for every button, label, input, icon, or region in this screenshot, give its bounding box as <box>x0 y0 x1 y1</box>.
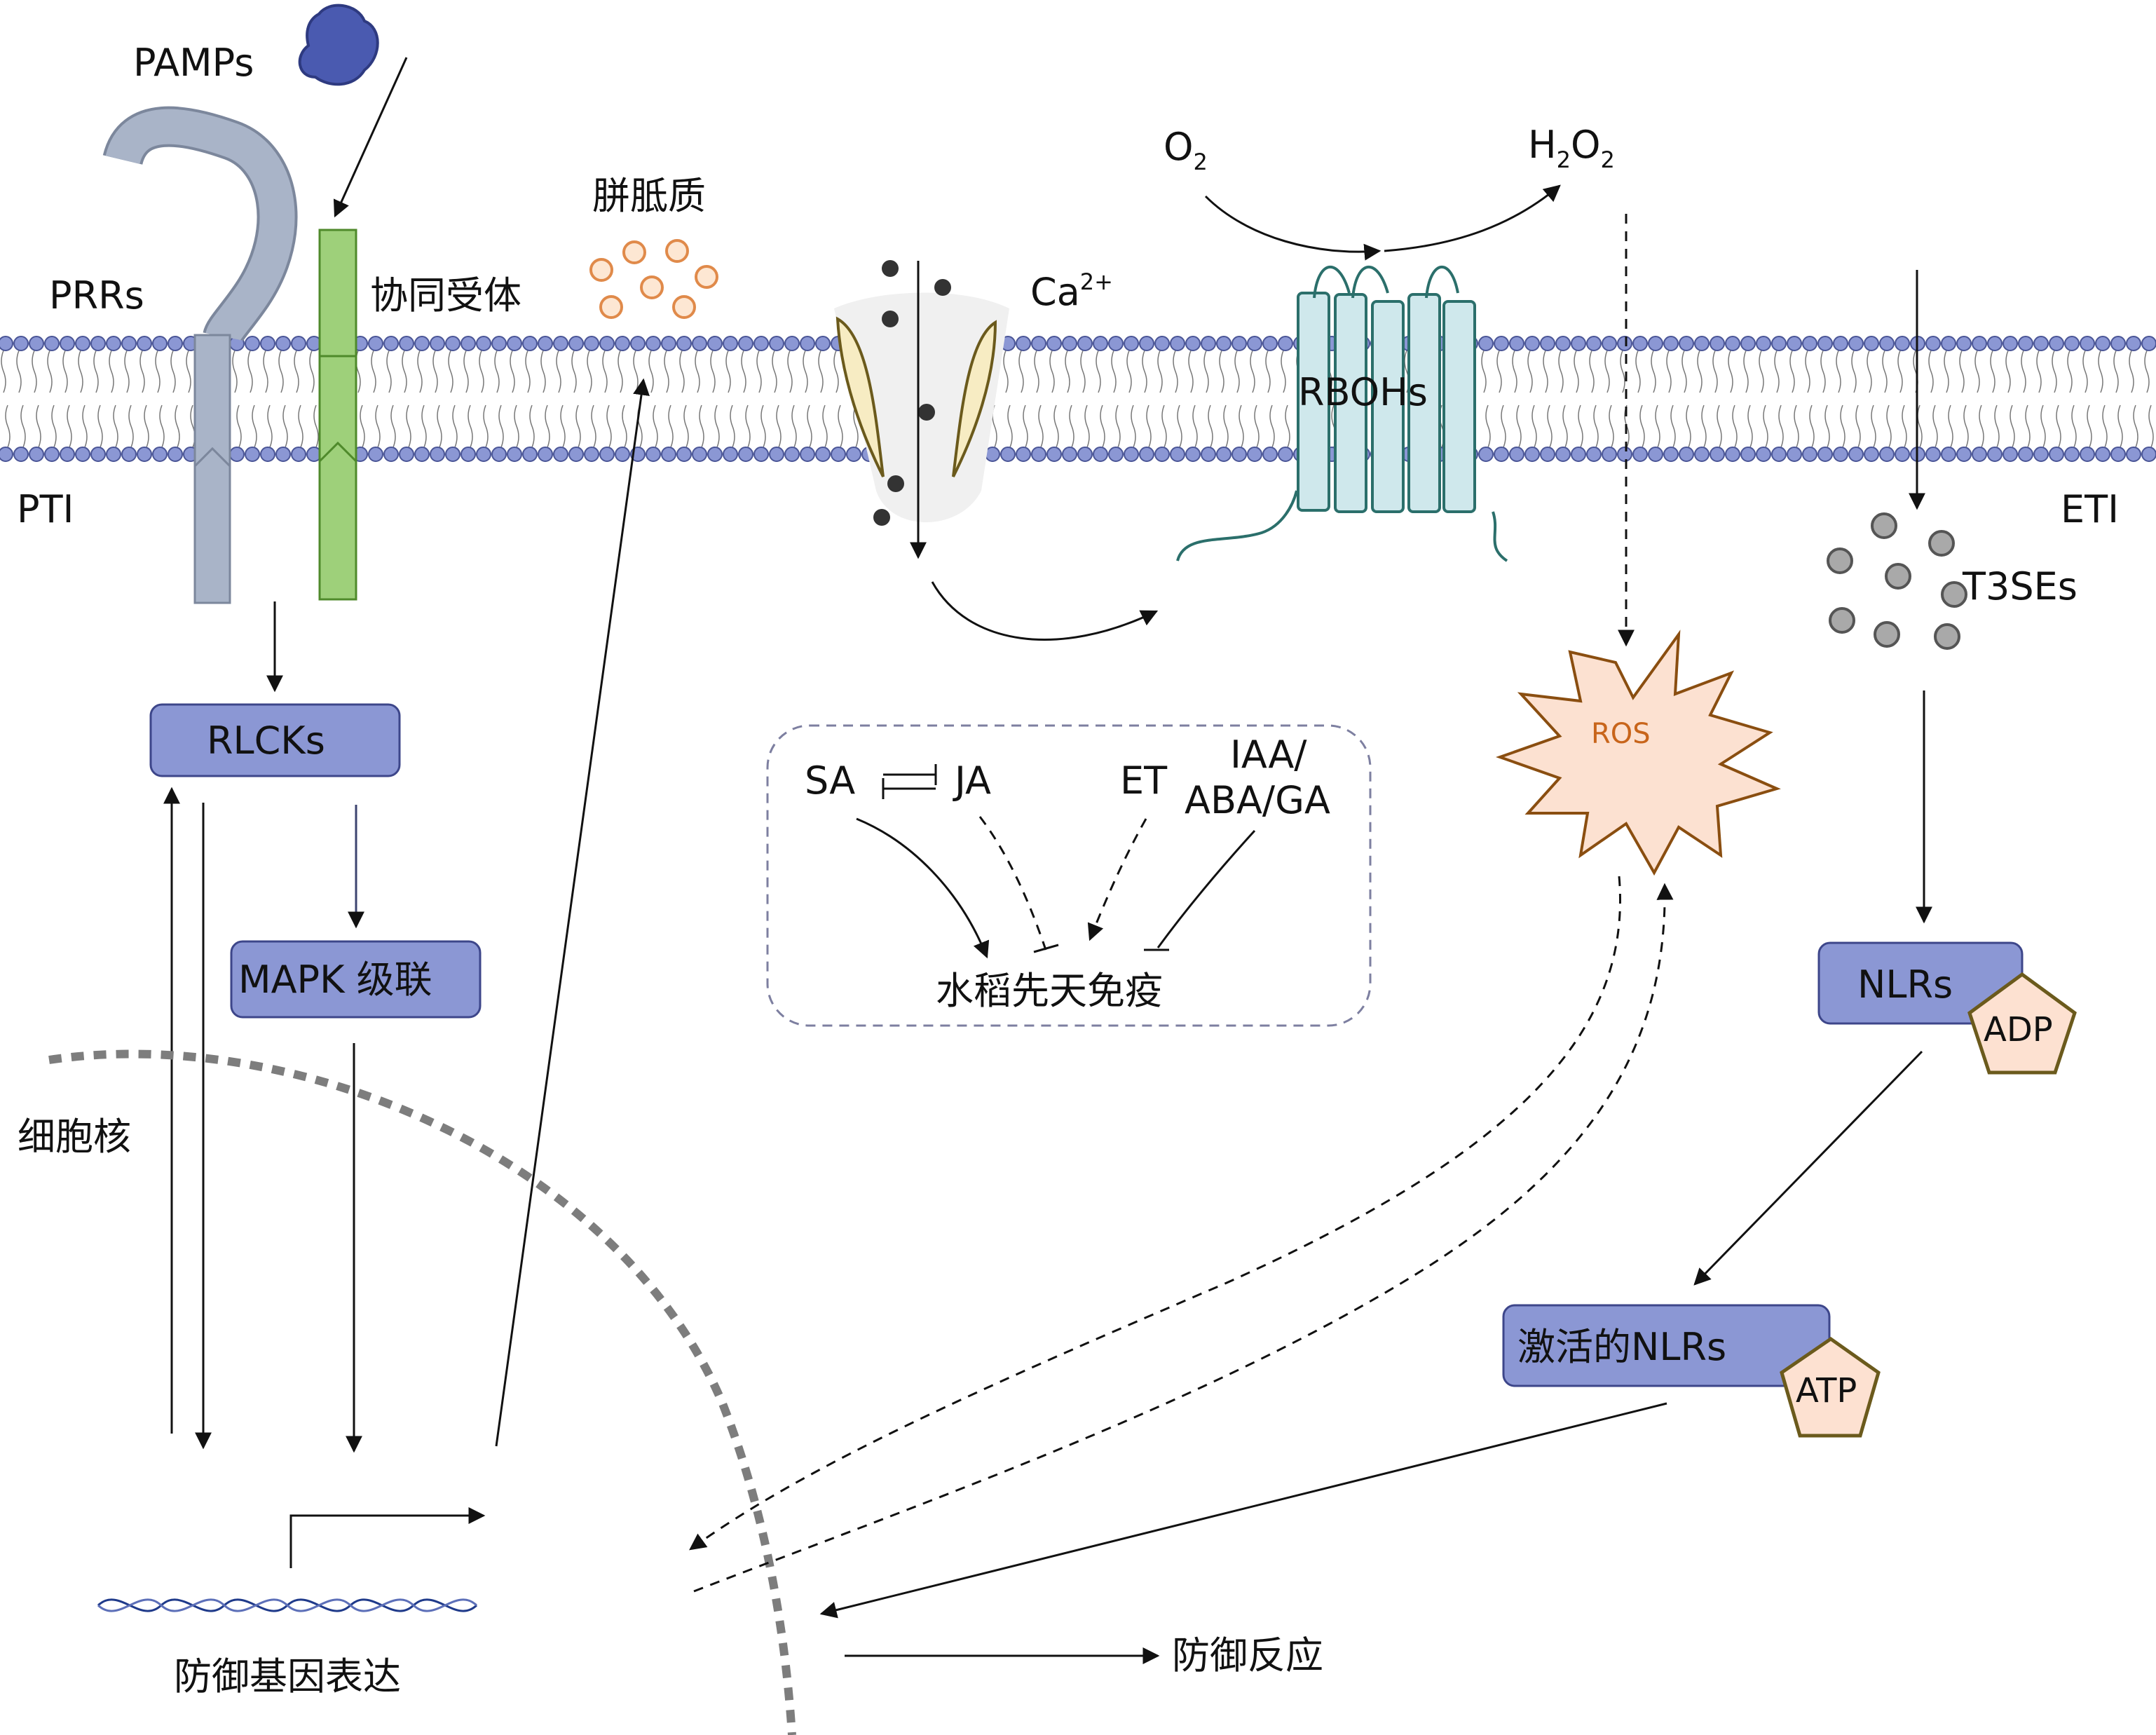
atp-pentagon <box>1780 1336 1881 1438</box>
h2o2-production-arrow <box>1384 184 1561 252</box>
hormone-crosstalk-panel: SA JA ET IAA/ ABA/GA 水稻先天免疫 <box>766 724 1372 1027</box>
activated-nlrs-label: 激活的NLRs <box>1517 1325 1726 1369</box>
nucleus-to-ros-dashed <box>693 883 1674 1593</box>
et-promotes-immunity <box>1087 818 1147 941</box>
gene-to-callose-arrow <box>495 378 650 1447</box>
peptides-label: 胼胝质 <box>592 174 706 218</box>
dna-helix <box>97 1598 478 1612</box>
iaa-inhibits-immunity <box>1157 829 1256 948</box>
et-label: ET <box>1120 758 1168 803</box>
adp-pentagon <box>1967 972 2077 1075</box>
pti-label: PTI <box>17 487 74 531</box>
pamps-label: PAMPs <box>133 41 254 85</box>
defense-genes-label: 防御基因表达 <box>174 1654 401 1699</box>
o2-conversion-arrow <box>1204 195 1381 261</box>
rlcks-label: RLCKs <box>207 719 325 763</box>
ros-to-nucleus-dashed <box>689 876 1621 1551</box>
calcium-label: Ca2+ <box>1030 268 1113 314</box>
adp-label: ADP <box>1984 1010 2053 1049</box>
rboh-complex <box>1176 266 1508 562</box>
nucleus-envelope <box>48 1049 796 1735</box>
mapk-box <box>230 940 482 1019</box>
sa-label: SA <box>805 758 855 803</box>
nlrs-label: NLRs <box>1857 962 1953 1007</box>
rlcks-box <box>149 703 401 777</box>
nucleus-label: 细胞核 <box>18 1115 131 1159</box>
prrs-label: PRRs <box>49 273 144 318</box>
aba-ga-label: ABA/GA <box>1185 778 1330 822</box>
t3ses-label: T3SEs <box>1962 564 2077 608</box>
h2o2-label: H2O2 <box>1528 123 1615 173</box>
eti-label: ETI <box>2061 487 2119 531</box>
sa-ja-mutual-inhibition <box>882 764 937 799</box>
ja-inhibit-bar <box>1033 944 1059 953</box>
o2-label: O2 <box>1164 125 1208 175</box>
rbohs-label: RBOHs <box>1298 370 1428 414</box>
pamps-molecule <box>298 4 379 86</box>
ros-burst <box>1495 630 1781 876</box>
ja-inhibits-immunity <box>978 816 1047 951</box>
sa-promotes-immunity <box>856 817 990 959</box>
pamps-to-coreceptor-arrow <box>333 57 408 218</box>
defense-response-label: 防御反应 <box>1172 1633 1323 1678</box>
peptide-particles <box>589 239 718 319</box>
activated-nlrs-to-response-arrow <box>819 1402 1667 1619</box>
iaa-label: IAA/ <box>1230 733 1307 777</box>
coreceptor-label: 协同受体 <box>370 273 521 318</box>
coreceptor <box>318 229 357 601</box>
transcription-start-arrow <box>289 1507 486 1568</box>
ros-label: ROS <box>1591 718 1651 750</box>
ja-label: JA <box>953 758 991 803</box>
nlrs-activation-arrow <box>1693 1050 1923 1286</box>
atp-label: ATP <box>1796 1371 1857 1410</box>
t3se-particles <box>1827 512 1967 650</box>
innate-immunity-label: 水稻先天免疫 <box>936 969 1163 1013</box>
calcium-channel <box>834 260 1009 559</box>
prr-receptor <box>102 106 298 604</box>
calcium-to-rboh-arrow <box>931 581 1159 641</box>
mapk-label: MAPK 级联 <box>238 958 432 1002</box>
